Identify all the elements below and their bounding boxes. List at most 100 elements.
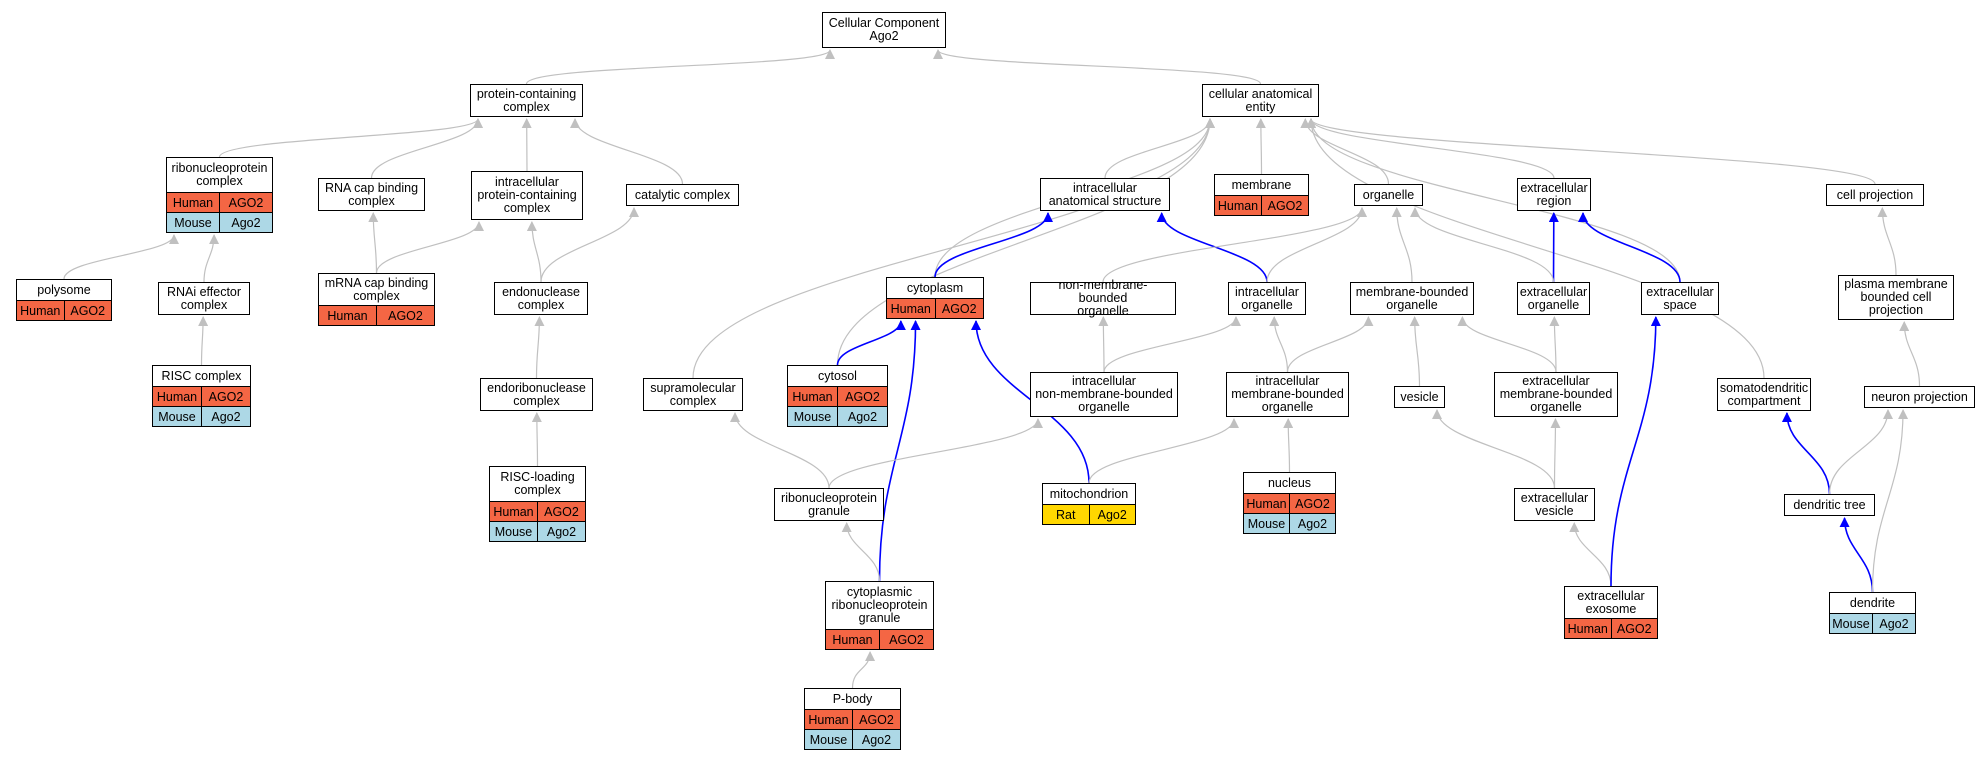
species-cell: Rat — [1056, 507, 1076, 522]
edge-rnai-to-rnp — [203, 234, 220, 283]
edge-endo-to-ipcc — [526, 221, 542, 283]
node-label: RNA cap binding complex — [318, 178, 425, 211]
node-cat: catalytic complex — [626, 184, 739, 206]
species-cell: Mouse — [793, 409, 832, 424]
gene-cell: AGO2 — [837, 387, 887, 406]
edge-mito-to-imbo — [1088, 418, 1239, 484]
edge-ves-to-mbo — [1409, 316, 1421, 387]
node-label: endoribonuclease complex — [480, 378, 593, 411]
node-label: vesicle — [1394, 386, 1445, 408]
node-label: cytoplasmic ribonucleoprotein granule — [825, 581, 934, 630]
edge-cyto-to-ias — [934, 212, 1053, 278]
species-cell: Human — [493, 504, 534, 519]
gene-cell: Ago2 — [1872, 614, 1915, 633]
edge-exmbo-to-exo — [1549, 316, 1560, 373]
edge-np-to-pmbcp — [1899, 321, 1921, 387]
node-cc: Cellular Component Ago2 — [822, 12, 946, 48]
edge-ias-to-cae — [1104, 118, 1215, 179]
species-cell: Human — [1567, 621, 1608, 636]
node-endo: endonuclease complex — [494, 282, 588, 315]
node-ipcc: intracellular protein-containing complex — [471, 171, 583, 220]
edge-mcb-to-ipcc — [375, 221, 484, 274]
species-cell: Mouse — [494, 524, 533, 539]
node-label: plasma membrane bounded cell projection — [1838, 275, 1954, 320]
node-cp: cell projection — [1826, 184, 1924, 206]
node-endor: endoribonuclease complex — [480, 378, 593, 411]
node-exv: extracellular vesicle — [1514, 488, 1595, 521]
gene-cell: AGO2 — [201, 387, 250, 406]
node-label: cell projection — [1826, 184, 1924, 206]
edge-exo-to-org — [1410, 207, 1555, 283]
node-label: polysome — [16, 279, 112, 301]
edge-cp-to-cae — [1306, 118, 1876, 185]
node-label: mitochondrion — [1042, 483, 1136, 505]
species-cell: Mouse — [174, 215, 212, 230]
edge-imbo-to-io — [1269, 316, 1289, 373]
node-mbo: membrane-bounded organelle — [1350, 282, 1474, 315]
species-cell: Mouse — [1247, 516, 1286, 531]
species-cell: Human — [890, 301, 931, 316]
node-label: neuron projection — [1864, 386, 1975, 408]
edge-rlc-to-endor — [531, 412, 542, 467]
edge-rnpg-to-inmbo — [828, 418, 1043, 489]
species-cell: Human — [1246, 496, 1287, 511]
edge-cat-to-pcc — [570, 118, 684, 185]
gene-cell: AGO2 — [537, 502, 585, 521]
edge-pb-to-crnpg — [851, 651, 876, 689]
node-dt: dendritic tree — [1784, 494, 1875, 516]
node-rcb: RNA cap binding complex — [318, 178, 425, 211]
gene-cell: Ago2 — [201, 407, 250, 426]
node-label: cytoplasm — [886, 277, 984, 299]
edge-rcb-to-pcc — [370, 118, 483, 179]
node-label: cytosol — [787, 365, 888, 387]
edge-endor-to-endo — [534, 316, 545, 379]
edge-org-to-cae — [1300, 118, 1390, 185]
node-label: membrane-bounded organelle — [1350, 282, 1474, 315]
node-label: organelle — [1354, 184, 1423, 206]
annotation-row: Mouse Ago2 — [489, 522, 586, 542]
edge-exr-to-cae — [1306, 118, 1555, 179]
node-label: supramolecular complex — [643, 378, 743, 411]
gene-cell: AGO2 — [852, 710, 900, 729]
gene-cell: AGO2 — [1289, 494, 1335, 513]
edge-dt-to-np — [1828, 409, 1893, 495]
gene-cell: Ago2 — [537, 522, 585, 541]
node-label: ribonucleoprotein granule — [774, 488, 884, 521]
gene-cell: AGO2 — [879, 630, 933, 649]
node-cae: cellular anatomical entity — [1202, 84, 1319, 117]
edge-rnpg-to-supra — [730, 412, 830, 489]
gene-cell: Ago2 — [837, 407, 887, 426]
node-org: organelle — [1354, 184, 1423, 206]
node-label: protein-containing complex — [470, 84, 583, 117]
node-exo: extracellular organelle — [1517, 282, 1590, 315]
node-label: RISC-loading complex — [489, 466, 586, 502]
node-pcc: protein-containing complex — [470, 84, 583, 117]
edge-crnpg-to-rnpg — [841, 522, 881, 582]
node-label: mRNA cap binding complex — [318, 273, 435, 306]
edge-exv-to-exmbo — [1550, 418, 1561, 489]
edge-nmbo-to-org — [1102, 207, 1367, 283]
node-sdc: somatodendritic compartment — [1717, 378, 1811, 411]
gene-cell: Ago2 — [852, 730, 900, 749]
node-label: intracellular membrane-bounded organelle — [1226, 372, 1349, 417]
gene-cell: Ago2 — [1289, 514, 1335, 533]
edge-pcc-to-cc — [525, 49, 835, 85]
node-label: somatodendritic compartment — [1717, 378, 1811, 411]
edge-rnp-to-pcc — [218, 118, 483, 158]
node-label: RNAi effector complex — [158, 282, 250, 315]
